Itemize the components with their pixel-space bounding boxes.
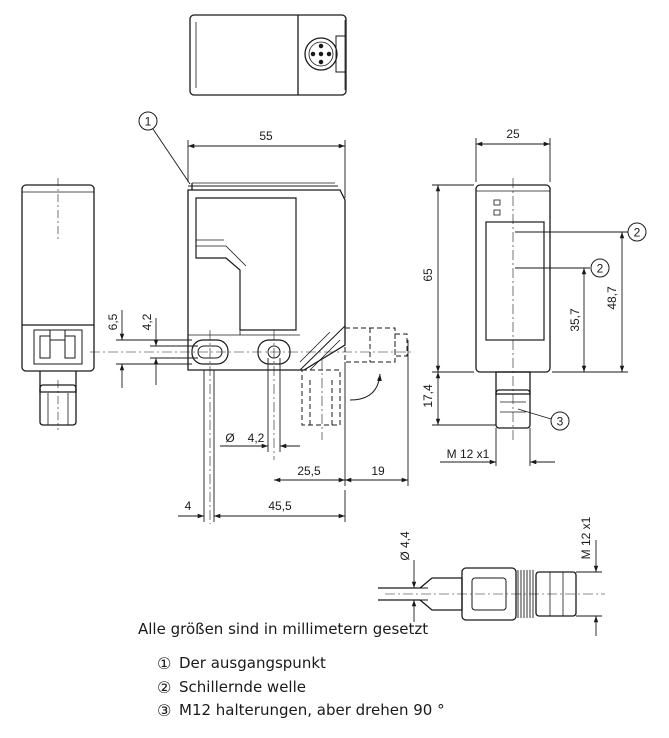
dim-25: 25 [506, 127, 520, 141]
dim-4-2-hole: 4,2 [248, 431, 265, 445]
dim-4-4-diameter: Ø 4,4 [398, 531, 412, 561]
callout-1: 1 [138, 111, 191, 185]
callout-2a: 2 [627, 222, 647, 242]
dim-6-5: 6,5 [106, 313, 120, 330]
legend: ① Der ausgangspunkt ② Schillernde welle … [157, 652, 445, 723]
legend-text: Schillernde welle [179, 677, 306, 696]
dim-25-5: 25,5 [297, 464, 321, 478]
dim-17-4: 17,4 [421, 384, 435, 408]
front-view [90, 182, 412, 524]
dim-19: 19 [371, 464, 385, 478]
legend-number: ① [157, 654, 172, 673]
legend-number: ③ [157, 701, 172, 720]
left-side-view [21, 178, 95, 430]
callout-3-number: 3 [557, 415, 564, 429]
callout-1-number: 1 [145, 115, 152, 129]
units-caption: Alle größen sind in millimetern gesetzt [138, 620, 429, 638]
legend-item: ① Der ausgangspunkt [157, 652, 445, 676]
legend-number: ② [157, 677, 172, 697]
legend-text: Der ausgangspunkt [179, 654, 326, 672]
callout-2b-number: 2 [597, 262, 604, 276]
dim-45-5: 45,5 [268, 499, 292, 513]
callout-2b: 2 [590, 258, 610, 278]
dim-48-7: 48,7 [605, 286, 619, 310]
connector-detail [378, 567, 605, 621]
dim-m12-vertical: M 12 x1 [579, 516, 593, 559]
dim-35-7: 35,7 [568, 308, 582, 332]
dim-4-2-vertical: 4,2 [140, 313, 154, 330]
dim-diameter-symbol: Ø [225, 431, 234, 445]
dimension-lines [116, 138, 628, 636]
dim-65: 65 [421, 268, 435, 282]
callout-3: 3 [517, 408, 570, 431]
legend-item: ③ M12 halterungen, aber drehen 90 ° [157, 699, 445, 723]
callout-2a-number: 2 [634, 226, 641, 240]
dim-4: 4 [185, 499, 192, 513]
legend-text: M12 halterungen, aber drehen 90 ° [179, 701, 445, 719]
dim-55: 55 [259, 129, 273, 143]
top-view [189, 14, 347, 96]
legend-item: ② Schillernde welle [157, 676, 445, 700]
dim-m12-horizontal: M 12 x1 [447, 447, 490, 461]
right-side-view [475, 178, 551, 440]
